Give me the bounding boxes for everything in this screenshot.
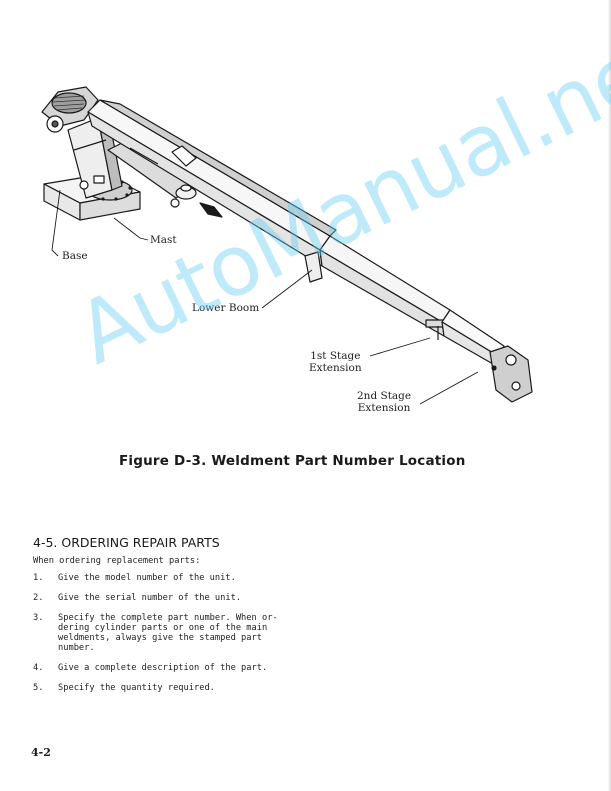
step-line: dering cylinder parts or one of the main: [58, 623, 268, 633]
first-stage-extension: [319, 235, 451, 340]
list-item: 5. Specify the quantity required.: [33, 683, 293, 693]
sheave-head: [41, 86, 99, 133]
step-line: Give the serial number of the unit.: [58, 593, 242, 603]
first-stage-label-line2: Extension: [309, 362, 362, 374]
second-stage-label-line1: 2nd Stage: [357, 390, 412, 402]
step-line: Give a complete description of the part.: [58, 663, 268, 673]
second-stage-label: 2nd Stage Extension: [357, 390, 411, 414]
first-stage-label: 1st Stage Extension: [309, 350, 362, 374]
lower-boom-label: Lower Boom: [192, 302, 260, 314]
callout-leaders: [51, 189, 479, 405]
list-item: 1. Give the model number of the unit.: [33, 573, 293, 583]
second-stage-label-line2: Extension: [357, 402, 411, 414]
step-line: Give the model number of the unit.: [58, 573, 236, 583]
mast-weldment: [67, 117, 123, 199]
first-stage-label-line1: 1st Stage: [310, 350, 361, 362]
step-number: 3.: [33, 613, 44, 623]
step-text: Specify the quantity required.: [58, 683, 278, 693]
step-text: Give a complete description of the part.: [58, 663, 278, 673]
step-text: Give the serial number of the unit.: [58, 593, 278, 603]
step-number: 2.: [33, 593, 44, 603]
section-heading: 4-5. ORDERING REPAIR PARTS: [33, 535, 220, 550]
page-number: 4-2: [31, 746, 51, 759]
step-number: 5.: [33, 683, 44, 693]
step-number: 4.: [33, 663, 44, 673]
list-item: 2. Give the serial number of the unit.: [33, 593, 293, 603]
figure-caption: Figure D-3. Weldment Part Number Locatio…: [119, 453, 466, 469]
step-number: 1.: [33, 573, 44, 583]
second-stage-extension: [441, 309, 533, 403]
step-line: number.: [58, 643, 95, 653]
step-line: Specify the complete part number. When o…: [58, 613, 278, 623]
section-intro: When ordering replacement parts:: [33, 556, 201, 566]
list-item: 3. Specify the complete part number. Whe…: [33, 613, 293, 653]
step-line: Specify the quantity required.: [58, 683, 215, 693]
step-line: weldments, always give the stamped part: [58, 633, 262, 643]
base-label: Base: [62, 250, 88, 262]
mast-label: Mast: [150, 234, 177, 246]
step-text: Give the model number of the unit.: [58, 573, 278, 583]
page-edge: [608, 0, 611, 791]
crane-weldment-figure: [41, 86, 533, 405]
list-item: 4. Give a complete description of the pa…: [33, 663, 293, 673]
steps-list: 1. Give the model number of the unit. 2.…: [33, 573, 293, 693]
step-text: Specify the complete part number. When o…: [58, 613, 278, 653]
